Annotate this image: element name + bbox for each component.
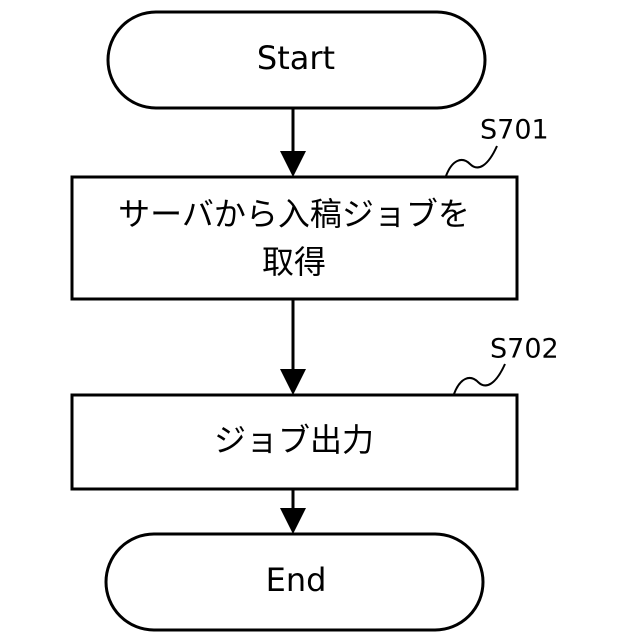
arrow-s701-to-s702 bbox=[280, 299, 306, 395]
step-label-s701-group: S701 bbox=[446, 115, 549, 177]
arrow-s702-to-end bbox=[280, 489, 306, 534]
process-node-s702: ジョブ出力 bbox=[72, 395, 517, 489]
arrowhead bbox=[280, 151, 306, 177]
arrowhead bbox=[280, 508, 306, 534]
leader-squiggle bbox=[446, 146, 497, 176]
s702-text: ジョブ出力 bbox=[214, 421, 374, 459]
end-node: End bbox=[106, 534, 483, 630]
process-node-s701: サーバから入稿ジョブを 取得 bbox=[72, 177, 517, 299]
step-label-s702-group: S702 bbox=[454, 334, 559, 395]
step-label-s701: S701 bbox=[480, 115, 549, 146]
end-label: End bbox=[266, 561, 327, 599]
step-label-s702: S702 bbox=[490, 334, 559, 365]
s701-text-line1: サーバから入稿ジョブを bbox=[118, 195, 470, 233]
start-node: Start bbox=[108, 12, 485, 108]
start-label: Start bbox=[257, 39, 335, 77]
arrow-start-to-s701 bbox=[280, 108, 306, 177]
s701-text-line2: 取得 bbox=[262, 243, 326, 281]
leader-squiggle bbox=[454, 364, 505, 394]
arrowhead bbox=[280, 369, 306, 395]
